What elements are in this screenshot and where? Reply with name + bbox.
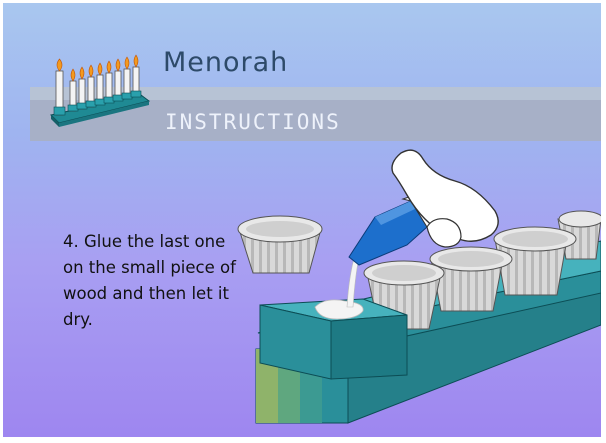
slide: Menorah INSTRUCTIONS 4. Glue the last on… <box>3 3 601 437</box>
glue-bottle-and-cupcake-liners-illustration <box>3 3 601 437</box>
wood-small-block <box>260 299 407 379</box>
cupcake-liner-floating <box>238 216 322 273</box>
